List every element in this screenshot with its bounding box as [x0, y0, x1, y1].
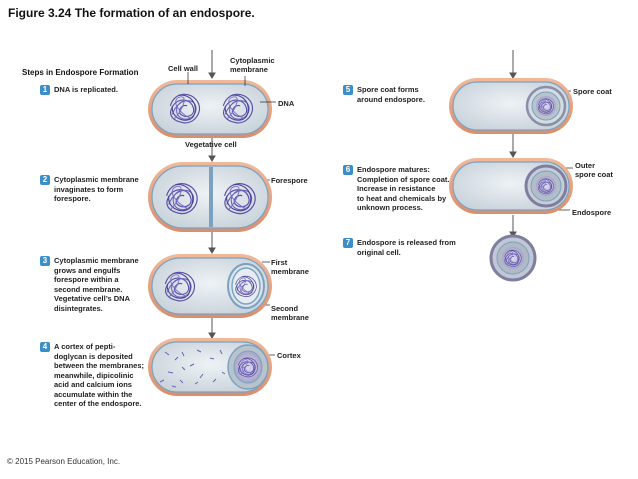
step-7: 7 Endospore is released from original ce…: [343, 238, 456, 257]
figure-title: Figure 3.24 The formation of an endospor…: [8, 6, 255, 20]
step-line: unknown process.: [357, 203, 423, 212]
cell-step-2: [148, 162, 272, 232]
step-line: second membrane.: [54, 284, 123, 294]
cell-step-3: [148, 254, 272, 318]
step-line: grows and engulfs: [54, 265, 121, 275]
step-line: between the membranes;: [54, 361, 145, 370]
step-line: Endospore matures:: [357, 165, 430, 174]
free-endospore: [489, 234, 537, 282]
step-line: A cortex of pepti-: [54, 342, 116, 351]
step-line: disintegrates.: [54, 303, 103, 313]
cell-step-4: [148, 338, 272, 396]
step-line: forespore within a: [54, 275, 119, 284]
label-endospore: Endospore: [572, 208, 612, 217]
step-line: invaginates to form: [54, 184, 124, 194]
step-badge: 1: [40, 85, 50, 95]
cell-step-1: [148, 80, 272, 138]
steps-heading: Steps in Endospore Formation: [22, 68, 139, 77]
step-5: 5 Spore coat forms around endospore.: [343, 85, 425, 104]
label-vegetative-cell: Vegetative cell: [185, 140, 237, 149]
step-line: meanwhile, dipicolinic: [54, 370, 134, 380]
step-4: 4 A cortex of pepti- doglycan is deposit…: [40, 342, 144, 409]
step-line: accumulate within the: [54, 389, 133, 399]
step-line: Cytoplasmic membrane: [54, 175, 139, 184]
label-spore-coat: Spore coat: [573, 87, 612, 96]
step-6: 6 Endospore matures: Completion of spore…: [343, 165, 450, 213]
step-line: Vegetative cell’s DNA: [54, 294, 131, 303]
copyright-notice: © 2015 Pearson Education, Inc.: [7, 457, 121, 466]
step-line: center of the endospore.: [54, 399, 142, 408]
step-line: to heat and chemicals by: [357, 193, 447, 203]
step-badge: 7: [343, 238, 353, 248]
label-cortex: Cortex: [277, 351, 301, 360]
step-line: Increase in resistance: [357, 184, 436, 193]
label-dna: DNA: [278, 99, 295, 108]
step-line: DNA is replicated.: [54, 85, 118, 94]
step-badge: 5: [343, 85, 353, 95]
step-2: 2 Cytoplasmic membrane invaginates to fo…: [40, 175, 139, 204]
step-line: Spore coat forms: [357, 85, 419, 94]
step-badge: 2: [40, 175, 50, 185]
step-1: 1 DNA is replicated.: [40, 85, 118, 95]
step-line: Cytoplasmic membrane: [54, 256, 139, 265]
cell-step-5: [449, 78, 573, 134]
step-line: Completion of spore coat.: [357, 174, 450, 184]
label-cell-wall: Cell wall: [168, 64, 199, 73]
step-badge: 6: [343, 165, 353, 175]
step-badge: 3: [40, 256, 50, 266]
step-line: forespore.: [54, 194, 91, 203]
step-line: around endospore.: [357, 94, 425, 104]
step-3: 3 Cytoplasmic membrane grows and engulfs…: [40, 256, 139, 313]
step-line: Endospore is released from: [357, 238, 456, 247]
step-badge: 4: [40, 342, 50, 352]
label-forespore: Forespore: [271, 176, 308, 185]
step-line: doglycan is deposited: [54, 351, 133, 361]
step-line: original cell.: [357, 247, 401, 257]
flow-arrows: [208, 50, 517, 339]
step-line: acid and calcium ions: [54, 380, 132, 389]
cell-step-6: [449, 158, 573, 214]
